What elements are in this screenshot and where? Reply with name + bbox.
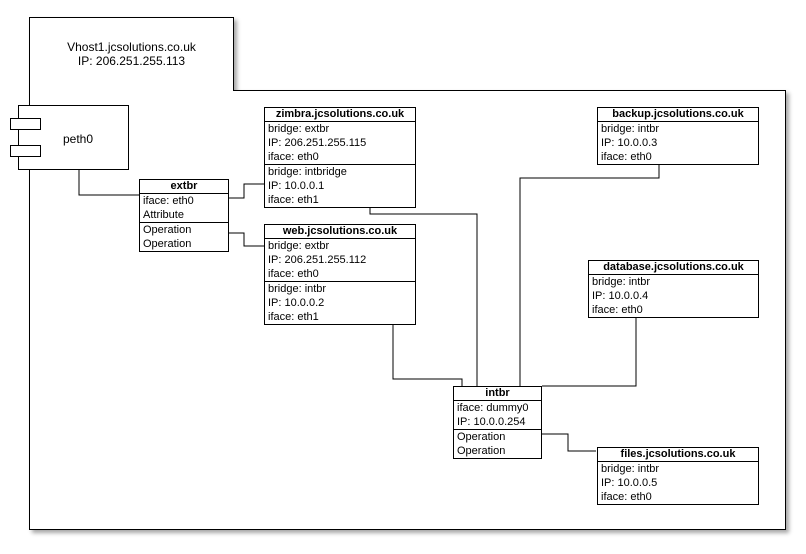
host-ip: IP: 206.251.255.113 xyxy=(77,54,186,68)
node-web-bridge-ext: bridge: extbr xyxy=(268,240,330,252)
node-intbr-iface: iface: dummy0 xyxy=(457,402,529,414)
peth0-component: peth0 xyxy=(18,105,129,170)
node-intbr-operations: Operation Operation xyxy=(454,429,541,458)
node-intbr-operation-1: Operation xyxy=(457,431,506,443)
host-tab xyxy=(29,17,234,92)
node-extbr-attributes: iface: eth0 Attribute xyxy=(140,194,228,222)
node-database-title: database.jcsolutions.co.uk xyxy=(589,261,758,275)
node-zimbra-bridge-ext: bridge: extbr xyxy=(268,123,330,135)
node-extbr-operation-1: Operation xyxy=(143,224,192,236)
wire-database-intbr xyxy=(542,316,637,387)
peth0-port-top xyxy=(10,118,41,130)
node-backup: backup.jcsolutions.co.uk bridge: intbr I… xyxy=(597,107,759,165)
node-files-title: files.jcsolutions.co.uk xyxy=(598,448,758,462)
node-web-title: web.jcsolutions.co.uk xyxy=(265,225,415,239)
node-zimbra-iface-int: iface: eth1 xyxy=(268,194,319,206)
node-zimbra-external: bridge: extbr IP: 206.251.255.115 iface:… xyxy=(265,122,415,164)
node-extbr-title: extbr xyxy=(140,180,228,194)
wire-peth0-extbr xyxy=(78,170,139,196)
wire-zimbra-intbr xyxy=(369,205,478,386)
wire-extbr-web xyxy=(229,232,264,247)
node-zimbra: zimbra.jcsolutions.co.uk bridge: extbr I… xyxy=(264,107,416,208)
wire-backup-intbr xyxy=(519,163,660,386)
node-backup-bridge: bridge: intbr xyxy=(601,123,660,135)
node-extbr-iface: iface: eth0 xyxy=(143,195,194,207)
node-web: web.jcsolutions.co.uk bridge: extbr IP: … xyxy=(264,224,416,325)
node-files-ip: IP: 10.0.0.5 xyxy=(601,477,658,489)
node-database-attributes: bridge: intbr IP: 10.0.0.4 iface: eth0 xyxy=(589,275,758,317)
node-web-iface-ext: iface: eth0 xyxy=(268,268,319,280)
host-name: Vhost1.jcsolutions.co.uk xyxy=(67,40,196,54)
node-database: database.jcsolutions.co.uk bridge: intbr… xyxy=(588,260,759,318)
node-web-iface-int: iface: eth1 xyxy=(268,311,319,323)
node-files-iface: iface: eth0 xyxy=(601,491,652,503)
node-backup-title: backup.jcsolutions.co.uk xyxy=(598,108,758,122)
node-intbr-operation-2: Operation xyxy=(457,445,506,457)
node-database-iface: iface: eth0 xyxy=(592,304,643,316)
node-extbr-operations: Operation Operation xyxy=(140,222,228,251)
node-intbr: intbr iface: dummy0 IP: 10.0.0.254 Opera… xyxy=(453,386,542,459)
wire-intbr-files xyxy=(542,433,596,452)
node-intbr-ip: IP: 10.0.0.254 xyxy=(457,416,526,428)
node-web-ip-ext: IP: 206.251.255.112 xyxy=(268,254,367,266)
node-web-bridge-int: bridge: intbr xyxy=(268,283,327,295)
peth0-port-bottom xyxy=(10,145,41,157)
node-web-internal: bridge: intbr IP: 10.0.0.2 iface: eth1 xyxy=(265,281,415,324)
node-zimbra-title: zimbra.jcsolutions.co.uk xyxy=(265,108,415,122)
node-database-ip: IP: 10.0.0.4 xyxy=(592,290,649,302)
wire-extbr-zimbra xyxy=(229,183,264,199)
node-backup-ip: IP: 10.0.0.3 xyxy=(601,137,658,149)
node-extbr-operation-2: Operation xyxy=(143,238,192,250)
node-zimbra-ip-ext: IP: 206.251.255.115 xyxy=(268,137,367,149)
node-intbr-attributes: iface: dummy0 IP: 10.0.0.254 xyxy=(454,401,541,429)
node-zimbra-bridge-int: bridge: intbridge xyxy=(268,166,347,178)
node-intbr-title: intbr xyxy=(454,387,541,401)
node-database-bridge: bridge: intbr xyxy=(592,276,651,288)
node-zimbra-internal: bridge: intbridge IP: 10.0.0.1 iface: et… xyxy=(265,164,415,207)
node-extbr: extbr iface: eth0 Attribute Operation Op… xyxy=(139,179,229,252)
node-backup-iface: iface: eth0 xyxy=(601,151,652,163)
host-label: Vhost1.jcsolutions.co.uk IP: 206.251.255… xyxy=(29,40,234,68)
peth0-label: peth0 xyxy=(63,132,94,146)
wire-web-intbr xyxy=(392,322,463,386)
node-files-bridge: bridge: intbr xyxy=(601,463,660,475)
node-web-external: bridge: extbr IP: 206.251.255.112 iface:… xyxy=(265,239,415,281)
node-web-ip-int: IP: 10.0.0.2 xyxy=(268,297,325,309)
host-tab-seam xyxy=(30,88,233,92)
node-zimbra-iface-ext: iface: eth0 xyxy=(268,151,319,163)
node-extbr-attribute: Attribute xyxy=(143,209,184,221)
node-files: files.jcsolutions.co.uk bridge: intbr IP… xyxy=(597,447,759,505)
node-files-attributes: bridge: intbr IP: 10.0.0.5 iface: eth0 xyxy=(598,462,758,504)
node-backup-attributes: bridge: intbr IP: 10.0.0.3 iface: eth0 xyxy=(598,122,758,164)
node-zimbra-ip-int: IP: 10.0.0.1 xyxy=(268,180,325,192)
